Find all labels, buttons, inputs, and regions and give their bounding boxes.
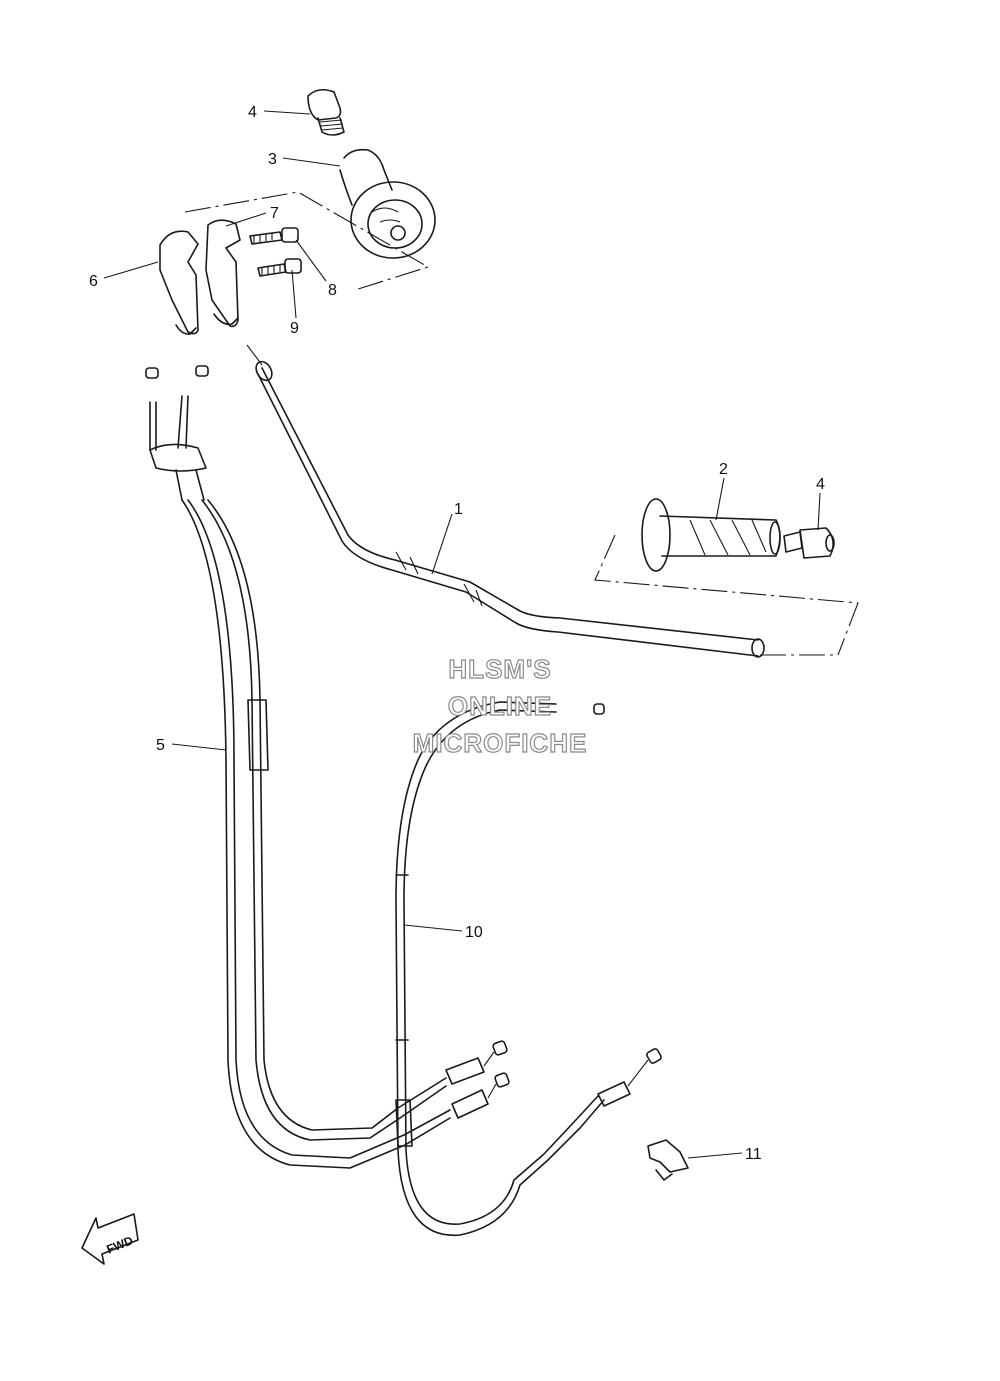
- callout-1: 1: [454, 501, 463, 518]
- throttle-cable-set[interactable]: [145, 365, 510, 1169]
- watermark-line-1: HLSM'S: [448, 654, 551, 684]
- callout-8: 8: [328, 282, 337, 299]
- callout-labels: 1 2 3 4 4 5 6 7 8 9 10 11: [89, 104, 825, 1163]
- callout-7: 7: [270, 205, 279, 222]
- choke-cable[interactable]: [395, 701, 662, 1236]
- leader-lines: [103, 110, 821, 1159]
- callout-6: 6: [89, 273, 98, 290]
- callout-2: 2: [719, 461, 728, 478]
- callout-9: 9: [290, 320, 299, 337]
- watermark-line-2: ONLINE: [448, 691, 552, 721]
- watermark-line-3: MICROFICHE: [413, 728, 588, 758]
- fwd-label: FWD: [104, 1233, 135, 1256]
- handlebar[interactable]: [246, 344, 838, 658]
- callout-4-top: 4: [248, 104, 257, 121]
- forward-arrow-icon: FWD: [81, 1213, 139, 1265]
- cable-clamp[interactable]: [647, 1139, 689, 1181]
- watermark: HLSM'S ONLINE MICROFICHE: [412, 653, 588, 758]
- callout-3: 3: [268, 151, 277, 168]
- callout-4-right: 4: [816, 476, 825, 493]
- right-grip-assembly[interactable]: [159, 88, 436, 335]
- callout-5: 5: [156, 737, 165, 754]
- callout-11: 11: [745, 1146, 762, 1163]
- callout-10: 10: [465, 924, 483, 941]
- left-grip-assembly[interactable]: [594, 498, 859, 656]
